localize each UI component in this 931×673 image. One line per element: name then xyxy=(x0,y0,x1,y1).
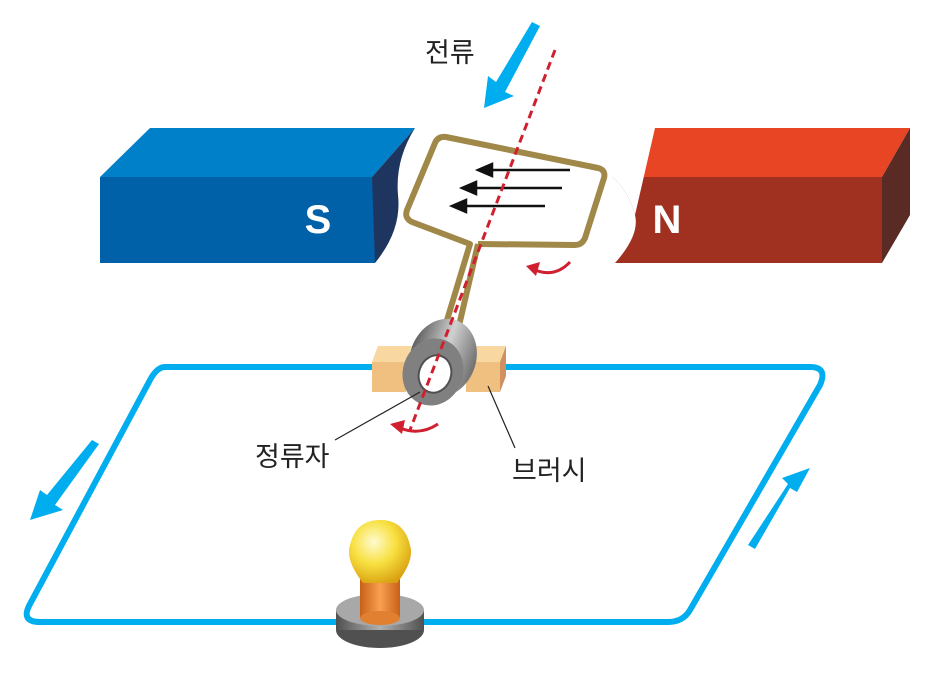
north-pole-label: N xyxy=(653,198,682,242)
brush-left xyxy=(372,346,412,392)
south-magnet: S xyxy=(100,128,415,263)
magnetic-field-arrows xyxy=(448,162,570,214)
coil-loop xyxy=(403,133,608,331)
commutator-leader xyxy=(334,391,421,441)
light-bulb xyxy=(336,520,424,648)
current-arrow-right xyxy=(748,468,810,549)
circuit-wire xyxy=(23,364,826,625)
north-magnet: N xyxy=(612,128,910,263)
south-pole-label: S xyxy=(305,198,332,242)
current-arrow-left xyxy=(30,440,99,520)
current-arrow-top xyxy=(484,22,540,108)
rotation-arrow-coil xyxy=(526,260,572,276)
commutator xyxy=(402,318,477,406)
brush-leader xyxy=(487,385,516,449)
current-label: 전류 xyxy=(425,38,475,69)
commutator-label: 정류자 xyxy=(255,442,330,473)
rotation-axis xyxy=(408,49,557,431)
brush-label: 브러시 xyxy=(512,456,587,487)
rotation-arrow-commutator xyxy=(390,420,439,434)
